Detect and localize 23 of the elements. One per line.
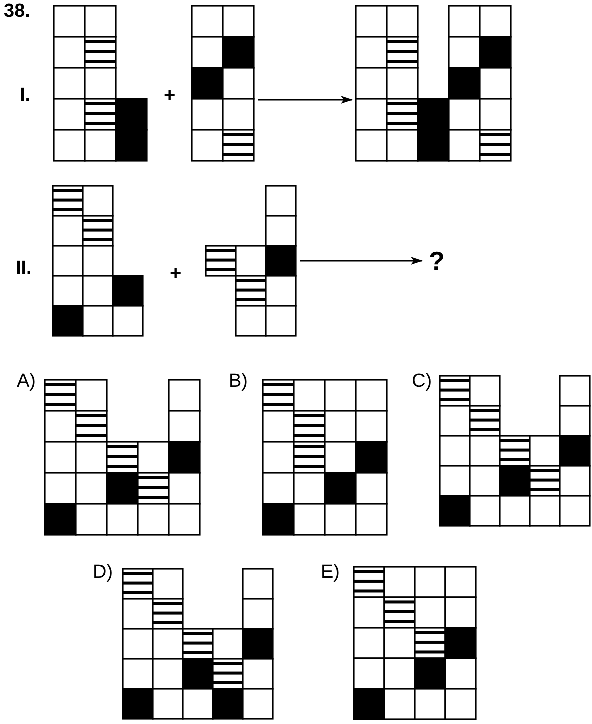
grid-drawing — [53, 5, 148, 162]
figure-label: 38. — [4, 2, 30, 21]
figure-label: C) — [412, 372, 432, 391]
grid-drawing — [205, 185, 297, 337]
figure-label: E) — [321, 563, 340, 582]
figure-label: + — [164, 86, 176, 106]
figure-label: I. — [20, 86, 31, 105]
figure-label: B) — [229, 372, 248, 391]
grid-drawing — [355, 5, 512, 162]
grid-drawing — [44, 379, 201, 536]
grid-drawing — [52, 185, 144, 337]
figure-label: D) — [93, 563, 114, 582]
grid-drawing — [353, 566, 477, 720]
question-mark: ? — [429, 248, 445, 274]
grid-drawing — [262, 379, 388, 536]
figure-label: A) — [17, 372, 36, 391]
grid-drawing — [122, 568, 274, 720]
figure-label: II. — [16, 259, 32, 278]
grid-drawing — [439, 375, 591, 527]
grid-drawing — [191, 5, 255, 162]
figure-label: + — [170, 264, 182, 284]
arrow — [300, 257, 423, 265]
arrow — [258, 96, 353, 104]
